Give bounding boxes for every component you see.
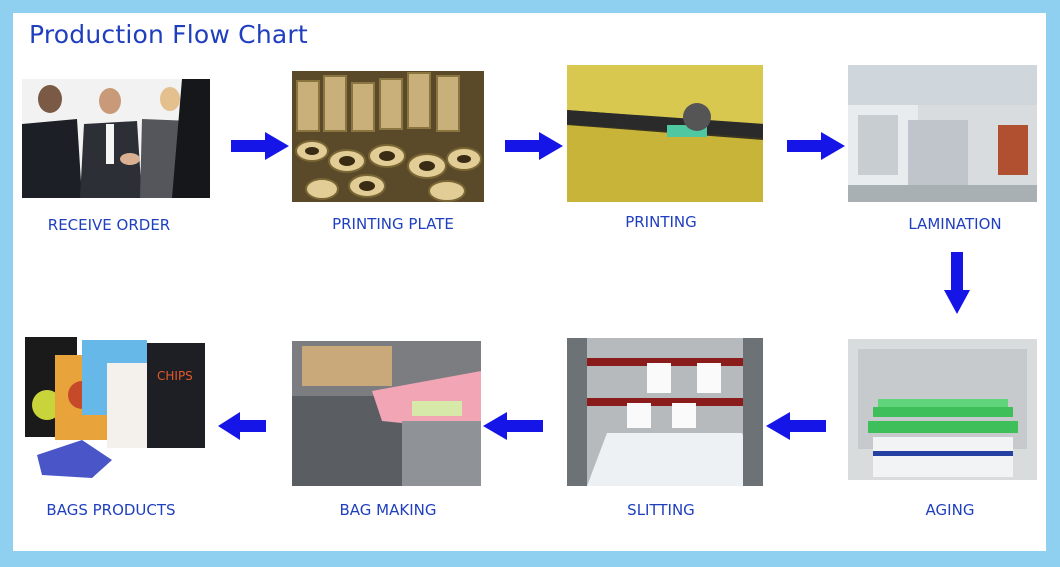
step-label-bag-making: BAG MAKING	[339, 501, 437, 519]
receive-order-photo	[22, 79, 210, 198]
chart-title: Production Flow Chart	[29, 20, 308, 49]
slitting-photo	[567, 338, 763, 486]
arrow-right-icon	[787, 132, 845, 160]
bags-products-photo: CHIPS	[22, 335, 210, 478]
arrow-down-icon	[944, 252, 970, 314]
printing-photo	[567, 65, 763, 202]
lamination-photo	[848, 65, 1037, 202]
step-label-aging: AGING	[925, 501, 975, 519]
step-label-printing: PRINTING	[625, 213, 697, 231]
step-label-printing-plate: PRINTING PLATE	[332, 215, 454, 233]
step-label-bags-products: BAGS PRODUCTS	[46, 501, 176, 519]
aging-photo	[848, 339, 1037, 480]
bag-making-photo	[292, 341, 481, 486]
arrow-left-icon	[483, 412, 543, 440]
arrow-right-icon	[505, 132, 563, 160]
step-label-lamination: LAMINATION	[908, 215, 1002, 233]
arrow-left-icon	[766, 412, 826, 440]
step-label-slitting: SLITTING	[627, 501, 695, 519]
step-label-receive-order: RECEIVE ORDER	[47, 216, 171, 234]
arrow-left-icon	[218, 412, 266, 440]
arrow-right-icon	[231, 132, 289, 160]
printing-plate-photo	[292, 71, 484, 202]
svg-text:CHIPS: CHIPS	[157, 369, 193, 383]
